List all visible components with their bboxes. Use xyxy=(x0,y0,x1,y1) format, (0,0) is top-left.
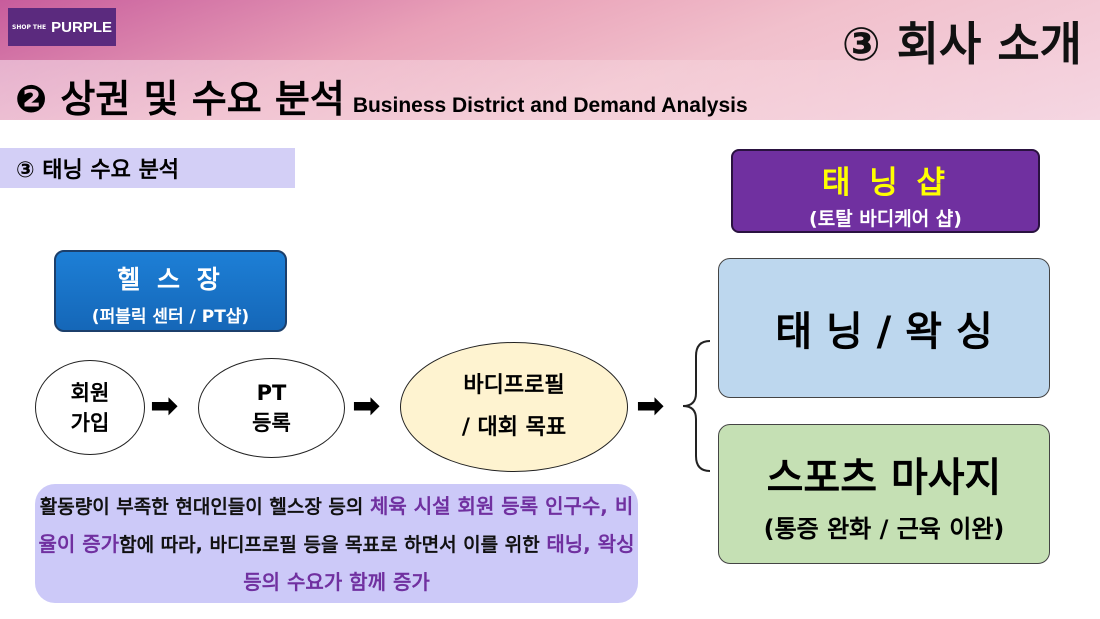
page-subtitle: Business District and Demand Analysis xyxy=(352,94,748,117)
summary-note: 활동량이 부족한 현대인들이 헬스장 등의 체육 시설 회원 등록 인구수, 비… xyxy=(35,484,638,603)
section-label: ③ 태닝 수요 분석 xyxy=(0,148,295,188)
brace-icon xyxy=(682,340,711,472)
company-intro-title: ③ 회사 소개 xyxy=(841,17,1082,71)
arrow-right-icon: ➡ xyxy=(352,386,381,426)
gym-box: 헬 스 장 (퍼블릭 센터 / PT샵) xyxy=(54,250,287,332)
service-tanning-waxing: 태 닝 / 왁 싱 xyxy=(718,258,1050,398)
flow-step-goal: 바디프로필/ 대회 목표 xyxy=(400,342,628,472)
service-sports-massage: 스포츠 마사지 (통증 완화 / 근육 이완) xyxy=(718,424,1050,564)
arrow-right-icon: ➡ xyxy=(150,386,179,426)
arrow-right-icon: ➡ xyxy=(636,386,665,426)
gym-title: 헬 스 장 xyxy=(117,265,224,294)
gym-subtitle: (퍼블릭 센터 / PT샵) xyxy=(91,307,250,327)
header-banner xyxy=(0,0,1100,120)
tanning-shop-box: 태 닝 샵 (토탈 바디케어 샵) xyxy=(731,149,1040,233)
